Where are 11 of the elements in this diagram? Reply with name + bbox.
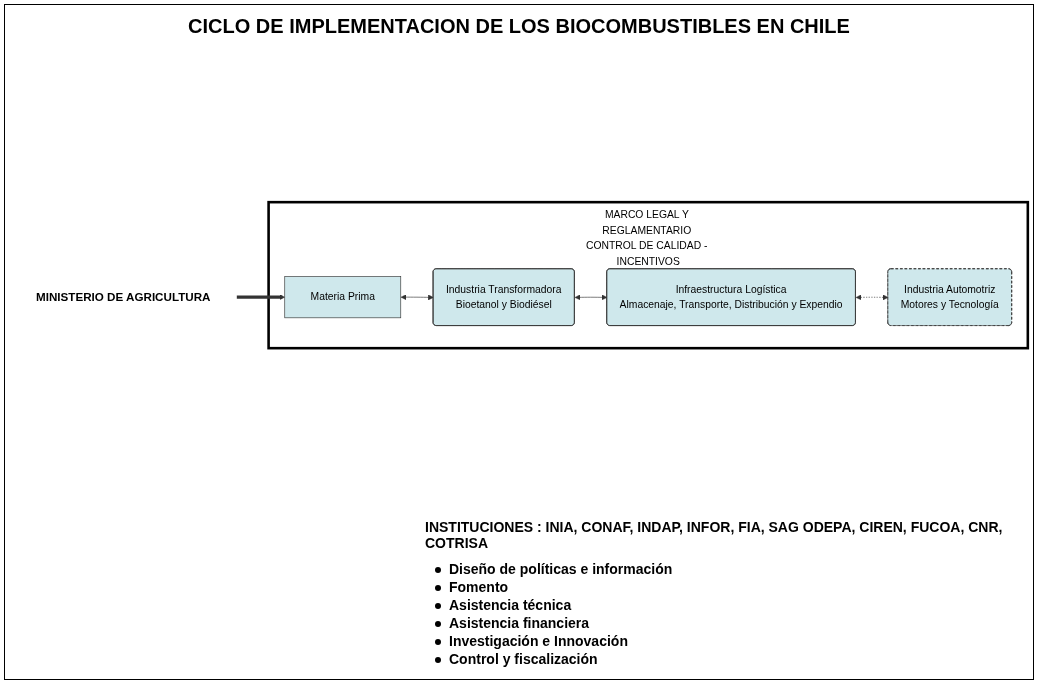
list-item-text: Investigación e Innovación [449, 633, 628, 649]
node-text: MINISTERIO DE AGRICULTURA [36, 290, 211, 304]
diagram-title: CICLO DE IMPLEMENTACION DE LOS BIOCOMBUSTIBLES EN CHILE [188, 15, 850, 38]
list-item-text: Fomento [449, 579, 509, 595]
institutions-note: INSTITUCIONES : INIA, CONAF, INDAP, INFOR, FIA, SAG ODEPA, CIREN, FUCOA, CNR, COTRISA [425, 519, 1004, 551]
list-item-text: Asistencia financiera [449, 615, 590, 631]
arrow [236, 294, 285, 301]
list-item-text: Control y fiscalización [449, 651, 598, 667]
list-item-text: Diseño de políticas e información [449, 561, 673, 577]
list-item-text: Asistencia técnica [449, 597, 572, 613]
node-box: Materia Prima [284, 276, 402, 319]
